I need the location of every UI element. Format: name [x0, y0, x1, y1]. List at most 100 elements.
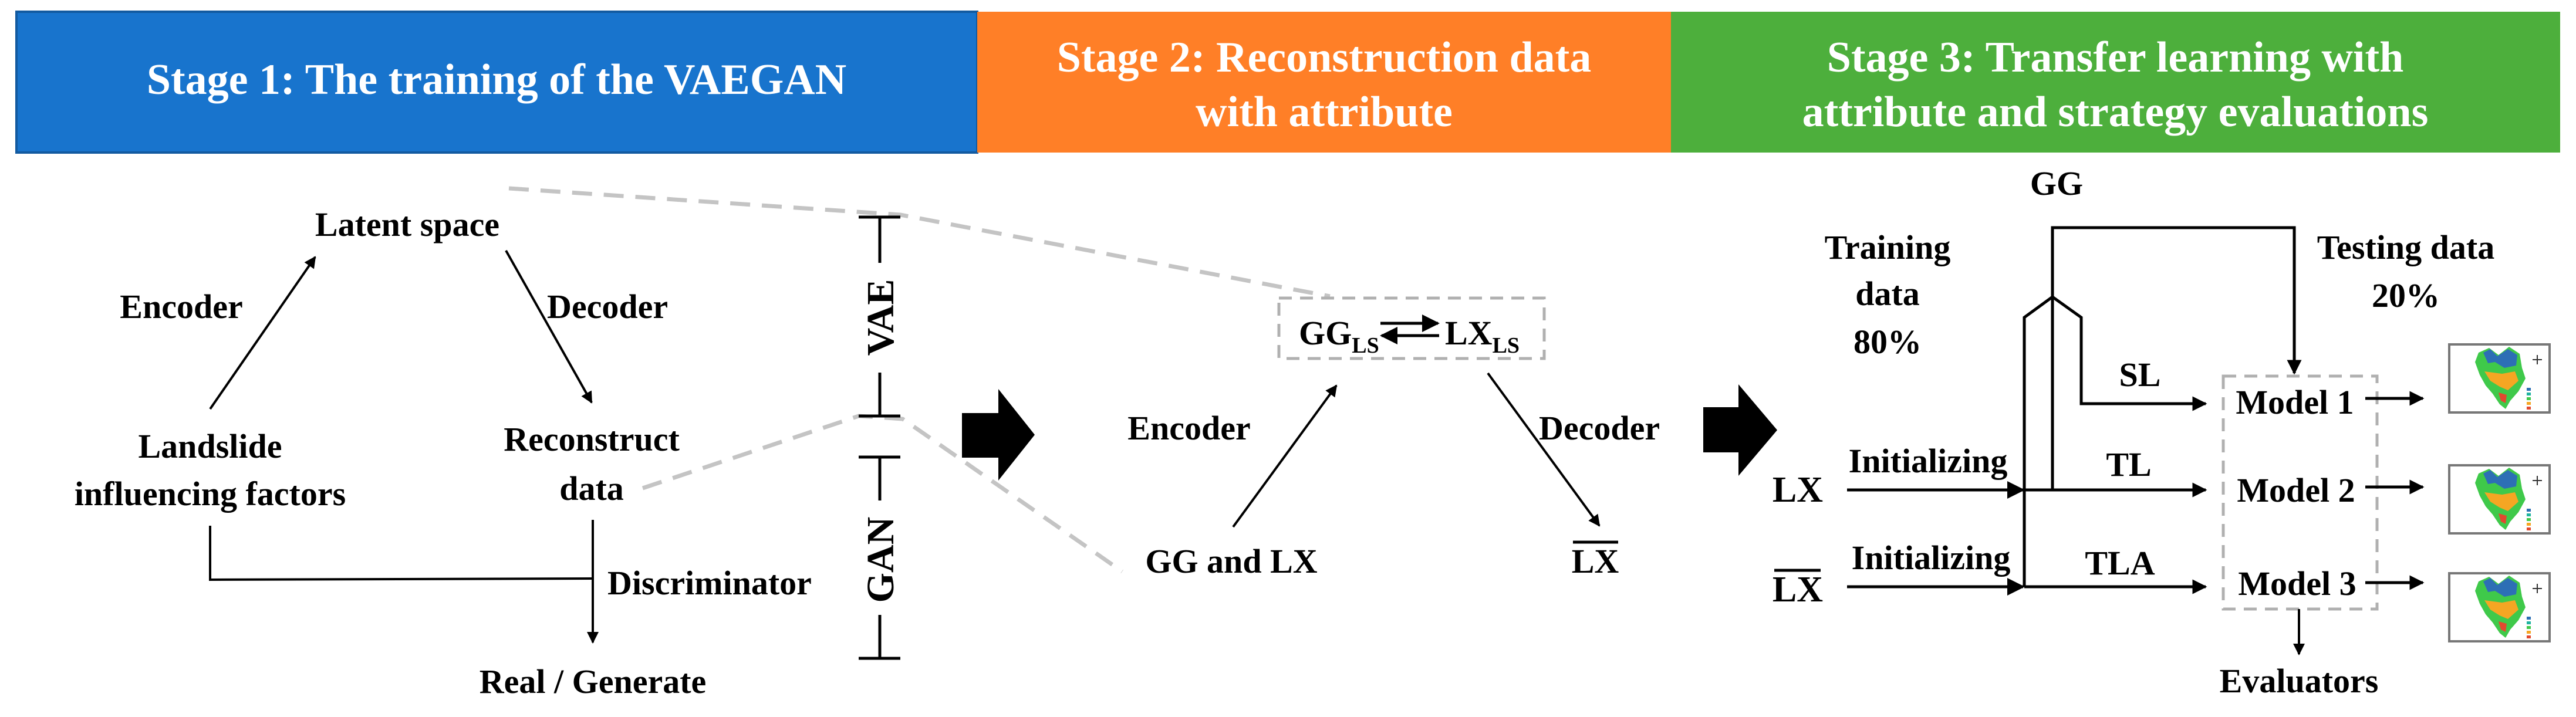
input-label-line2: influencing factors: [75, 475, 346, 513]
map-legend-swatch: [2527, 397, 2531, 400]
lx-input-label: LX: [1773, 470, 1823, 510]
gan-bracket-lines: [859, 455, 900, 660]
model-3-label: Model 3: [2238, 564, 2356, 603]
map-legend-swatch: [2527, 388, 2531, 391]
map-low-zone: [2499, 621, 2507, 632]
evaluators-label: Evaluators: [2220, 662, 2379, 700]
stage2-diagram: GGLS LXLS Encoder Decoder GG and LX LX: [1127, 296, 1660, 580]
sl-path: [2023, 295, 2207, 587]
map-low-zone: [2499, 513, 2507, 524]
stage1-header: Stage 1: The training of the VAEGAN: [15, 11, 978, 154]
gg-text: GG: [1299, 314, 1352, 352]
map-legend-swatch: [2527, 523, 2531, 526]
testing-data-line: [2051, 226, 2302, 490]
lx-text: LX: [1445, 314, 1493, 352]
gg-source-label: GG: [2030, 164, 2083, 202]
map-high-zone: [2483, 578, 2517, 597]
map-high-zone: [2483, 349, 2517, 368]
map-legend-swatch: [2527, 393, 2531, 395]
map-legend-swatch: [2527, 635, 2531, 638]
real-data-connector: [209, 526, 593, 581]
latent-space-box: [1277, 296, 1546, 360]
north-arrow-icon: [2533, 476, 2542, 485]
map-legend-swatch: [2527, 621, 2531, 624]
testing-data-percent: 20%: [2372, 276, 2440, 314]
stage2-header: Stage 2: Reconstruction data with attrib…: [977, 12, 1671, 153]
initializing-label-2: Initializing: [1852, 539, 2011, 577]
real-generate-label: Real / Generate: [480, 662, 707, 701]
encoder-label-stage2: Encoder: [1127, 409, 1250, 447]
gg-ls-label: GGLS: [1299, 314, 1379, 358]
decoder-label-stage2: Decoder: [1539, 409, 1660, 447]
vae-label: VAE: [859, 279, 902, 356]
stage2-title-line2: with attribute: [1196, 88, 1453, 136]
input-label-line1: Landslide: [139, 427, 282, 465]
stage3-diagram: GG Training data 80% Testing data 20% SL…: [1773, 164, 2551, 700]
stage3-title-line2: attribute and strategy evaluations: [1802, 88, 2429, 136]
map-legend-swatch: [2527, 617, 2531, 620]
map-legend-swatch: [2527, 518, 2531, 521]
stage3-title-line1: Stage 3: Transfer learning with: [1827, 33, 2404, 82]
map-medium-zone: [2484, 371, 2518, 390]
lx-bar-input-label: LX: [1773, 570, 1823, 610]
map-medium-zone: [2484, 600, 2518, 619]
training-data-percent: 80%: [1853, 323, 1922, 361]
training-data-line1: Training: [1825, 228, 1951, 266]
stage-transition-arrow-2: [1703, 384, 1777, 476]
stage2-banner: [977, 12, 1671, 153]
map-legend-swatch: [2527, 527, 2531, 530]
map-legend-swatch: [2527, 513, 2531, 516]
vae-bracket: VAE: [859, 215, 902, 418]
stage2-title-line1: Stage 2: Reconstruction data: [1057, 33, 1592, 82]
zoom-connector-bottom: [642, 414, 1123, 573]
lx-ls-label: LXLS: [1445, 314, 1520, 358]
initializing-label-1: Initializing: [1849, 442, 2008, 480]
tl-label: TL: [2106, 445, 2151, 483]
stage1-title: Stage 1: The training of the VAEGAN: [147, 56, 846, 104]
gan-label: GAN: [859, 517, 902, 603]
encoder-arrow: [209, 256, 316, 410]
stage-transition-arrow-1: [962, 389, 1035, 481]
gan-bracket: GAN: [859, 455, 902, 660]
map-legend-swatch: [2527, 626, 2531, 629]
map-high-zone: [2483, 470, 2517, 489]
model-2-label: Model 2: [2237, 471, 2355, 509]
map-medium-zone: [2484, 492, 2518, 511]
encoder-arrow-stage2: [1232, 384, 1338, 528]
gg-and-lx-label: GG and LX: [1145, 542, 1317, 580]
sl-label: SL: [2119, 356, 2161, 394]
tla-label: TLA: [2085, 544, 2155, 582]
reconstruct-label-line1: Reconstruct: [504, 420, 680, 458]
decoder-arrow-stage2: [1487, 372, 1601, 527]
map-legend-swatch: [2527, 402, 2531, 405]
training-data-line2: data: [1855, 275, 1920, 313]
latent-space-label: Latent space: [315, 205, 499, 243]
stage1-banner: [15, 11, 978, 154]
stage1-diagram: Latent space Encoder Decoder Landslide i…: [75, 205, 902, 701]
discriminator-label: Discriminator: [607, 564, 812, 602]
gg-subscript: LS: [1352, 333, 1379, 358]
vae-bracket-lines: [859, 215, 900, 418]
encoder-label: Encoder: [120, 288, 242, 326]
stage3-header: Stage 3: Transfer learning with attribut…: [1671, 12, 2560, 153]
zoom-connector-top: [508, 186, 1331, 299]
north-arrow-icon: [2533, 355, 2542, 364]
model-1-label: Model 1: [2236, 383, 2354, 421]
map-low-zone: [2499, 393, 2507, 403]
map-legend-swatch: [2527, 407, 2531, 410]
susceptibility-map-3: [2448, 572, 2551, 642]
map-legend-swatch: [2527, 509, 2531, 512]
lx-bar-label: LX: [1572, 542, 1619, 580]
susceptibility-map-1: [2448, 343, 2551, 414]
models-box: [2221, 374, 2379, 611]
decoder-label: Decoder: [547, 288, 668, 326]
reconstruct-label-line2: data: [559, 469, 624, 508]
stage3-banner: [1671, 12, 2560, 153]
susceptibility-map-2: [2448, 464, 2551, 535]
lx-subscript: LS: [1493, 333, 1520, 358]
map-legend-swatch: [2527, 631, 2531, 634]
testing-data-line1: Testing data: [2317, 228, 2494, 266]
decoder-arrow: [505, 250, 593, 404]
north-arrow-icon: [2533, 584, 2542, 593]
